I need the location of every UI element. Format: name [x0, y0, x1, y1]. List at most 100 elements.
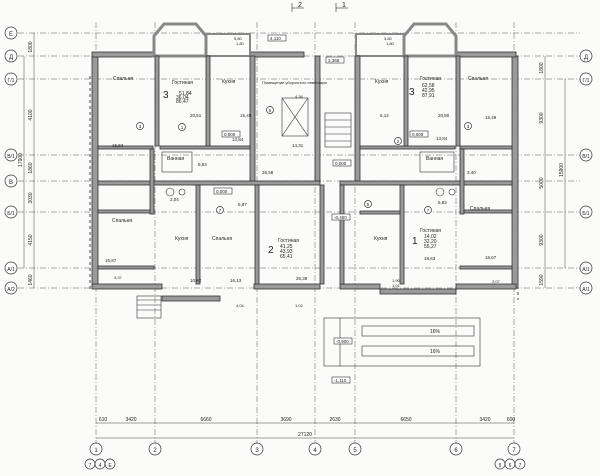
left-dimension-chain: 1800 4100 1860 3030 4150 1460 17900: [18, 33, 35, 288]
svg-text:4,36: 4,36: [295, 94, 304, 99]
svg-text:Гостиная: Гостиная: [420, 76, 441, 82]
ramp-slope-lower: 16%: [430, 349, 441, 355]
apartment-numbers: 3 3 2 1: [163, 87, 418, 256]
ramp-slope-upper: 16%: [430, 329, 441, 335]
svg-text:2,07: 2,07: [492, 279, 501, 284]
bottom-grid-bubbles: 1 2 3 4 5 6 7 7 4 Е 5 6 7: [84, 442, 526, 470]
svg-text:Спальня: Спальня: [470, 206, 490, 212]
svg-text:Гостиная: Гостиная: [278, 238, 299, 244]
svg-text:2: 2: [153, 448, 157, 454]
section-mark-1: 1: [342, 2, 346, 9]
svg-text:7: 7: [512, 448, 516, 454]
svg-text:4: 4: [313, 448, 317, 454]
svg-text:3420: 3420: [125, 417, 136, 423]
svg-text:4,04: 4,04: [236, 303, 245, 308]
svg-text:16,13: 16,13: [230, 278, 242, 283]
svg-text:62,58: 62,58: [422, 83, 435, 89]
svg-text:5: 5: [499, 463, 502, 469]
svg-text:1590: 1590: [539, 274, 545, 285]
stair-core: [281, 97, 352, 148]
svg-text:1860: 1860: [28, 162, 34, 173]
svg-text:13,84: 13,84: [436, 136, 448, 141]
svg-text:27120: 27120: [298, 432, 312, 438]
svg-text:0,000: 0,000: [216, 189, 228, 194]
svg-text:Б/1: Б/1: [582, 211, 590, 217]
svg-text:-0,450: -0,450: [334, 215, 347, 220]
svg-text:А/1: А/1: [582, 267, 590, 273]
svg-text:4: 4: [99, 463, 102, 469]
svg-text:1460: 1460: [28, 274, 34, 285]
svg-text:14,31: 14,31: [292, 143, 304, 148]
svg-text:9300: 9300: [539, 234, 545, 245]
svg-text:Е: Е: [108, 463, 112, 469]
svg-text:3690: 3690: [280, 417, 291, 423]
svg-text:Гостиная: Гостиная: [172, 80, 193, 86]
svg-text:15,49: 15,49: [485, 115, 497, 120]
svg-text:43,93: 43,93: [280, 249, 293, 255]
svg-text:4,110: 4,110: [270, 36, 281, 41]
svg-text:Спальня: Спальня: [468, 76, 488, 82]
right-dimension-chain: 1800 9300 5000 9300 1590 15900: [539, 56, 566, 288]
svg-text:2: 2: [397, 139, 400, 144]
bay-windows: [152, 22, 458, 58]
bottom-dimension-chain: 610 3420 6660 3690 2630 6650 3420 600 27…: [96, 417, 516, 439]
svg-text:А/1: А/1: [7, 267, 15, 273]
svg-text:Гостиная: Гостиная: [420, 228, 441, 234]
svg-text:32,20: 32,20: [424, 239, 437, 245]
svg-text:17900: 17900: [18, 153, 24, 167]
svg-text:14,02: 14,02: [424, 234, 437, 240]
svg-text:18,63: 18,63: [424, 256, 436, 261]
svg-text:20,80: 20,80: [438, 113, 450, 118]
svg-text:42,95: 42,95: [422, 88, 435, 94]
svg-text:Г/1: Г/1: [8, 78, 15, 84]
svg-text:3: 3: [409, 87, 415, 98]
svg-text:0,000: 0,000: [335, 161, 347, 166]
section-mark-2: 2: [298, 2, 302, 9]
svg-text:15,87: 15,87: [105, 258, 117, 263]
svg-text:3,80: 3,80: [384, 36, 393, 41]
svg-text:41,25: 41,25: [280, 244, 293, 250]
svg-text:Б/1: Б/1: [7, 211, 15, 217]
svg-text:4100: 4100: [28, 109, 34, 120]
svg-text:65,41: 65,41: [280, 254, 293, 260]
room-name: Спальня: [113, 76, 133, 82]
opening-marks: 5,80 1,80 3,80 1,80 3,37 4,04 1,02 1,90 …: [114, 36, 501, 308]
svg-text:5000: 5000: [539, 177, 545, 188]
svg-text:600: 600: [507, 417, 516, 423]
svg-text:3,368: 3,368: [328, 58, 340, 63]
svg-text:15900: 15900: [559, 163, 565, 177]
svg-text:Г/1: Г/1: [583, 78, 590, 84]
svg-text:Кухня: Кухня: [175, 236, 189, 242]
entry-ramp: 16% 16%: [136, 295, 481, 367]
svg-text:86,47: 86,47: [176, 99, 189, 105]
svg-text:6,83: 6,83: [438, 200, 447, 205]
svg-text:7: 7: [427, 208, 430, 213]
svg-text:2630: 2630: [329, 417, 340, 423]
svg-text:1,90: 1,90: [392, 278, 401, 283]
svg-text:А/1: А/1: [582, 287, 590, 293]
svg-text:А/2: А/2: [7, 287, 15, 293]
grid-letter-E: Е: [9, 32, 13, 38]
svg-text:1: 1: [181, 125, 184, 130]
svg-text:5: 5: [367, 202, 370, 207]
svg-text:Помещение уборочного инвентаря: Помещение уборочного инвентаря: [262, 80, 327, 85]
svg-text:Спальня: Спальня: [112, 218, 132, 224]
svg-text:13,84: 13,84: [232, 137, 244, 142]
svg-text:3030: 3030: [28, 192, 34, 203]
svg-text:Спальня: Спальня: [212, 236, 232, 242]
svg-text:1: 1: [412, 236, 418, 247]
svg-text:87,91: 87,91: [422, 93, 435, 99]
svg-text:25,39: 25,39: [296, 276, 308, 281]
svg-text:2: 2: [268, 245, 274, 256]
svg-text:26,58: 26,58: [262, 170, 274, 175]
svg-text:1,80: 1,80: [386, 41, 395, 46]
svg-text:3,40: 3,40: [467, 170, 476, 175]
svg-text:15,49: 15,49: [240, 113, 252, 118]
svg-text:1: 1: [94, 448, 98, 454]
level-marks: 0,000 0,000 0,000 0,000 -0,450 -0,900 -1…: [213, 34, 429, 384]
room-areas: 20,51 15,49 13,84 15,49 13,84 20,80 15,5…: [105, 113, 497, 283]
svg-text:5,12: 5,12: [380, 113, 389, 118]
svg-text:Ванная: Ванная: [426, 156, 443, 162]
svg-text:610: 610: [99, 417, 108, 423]
